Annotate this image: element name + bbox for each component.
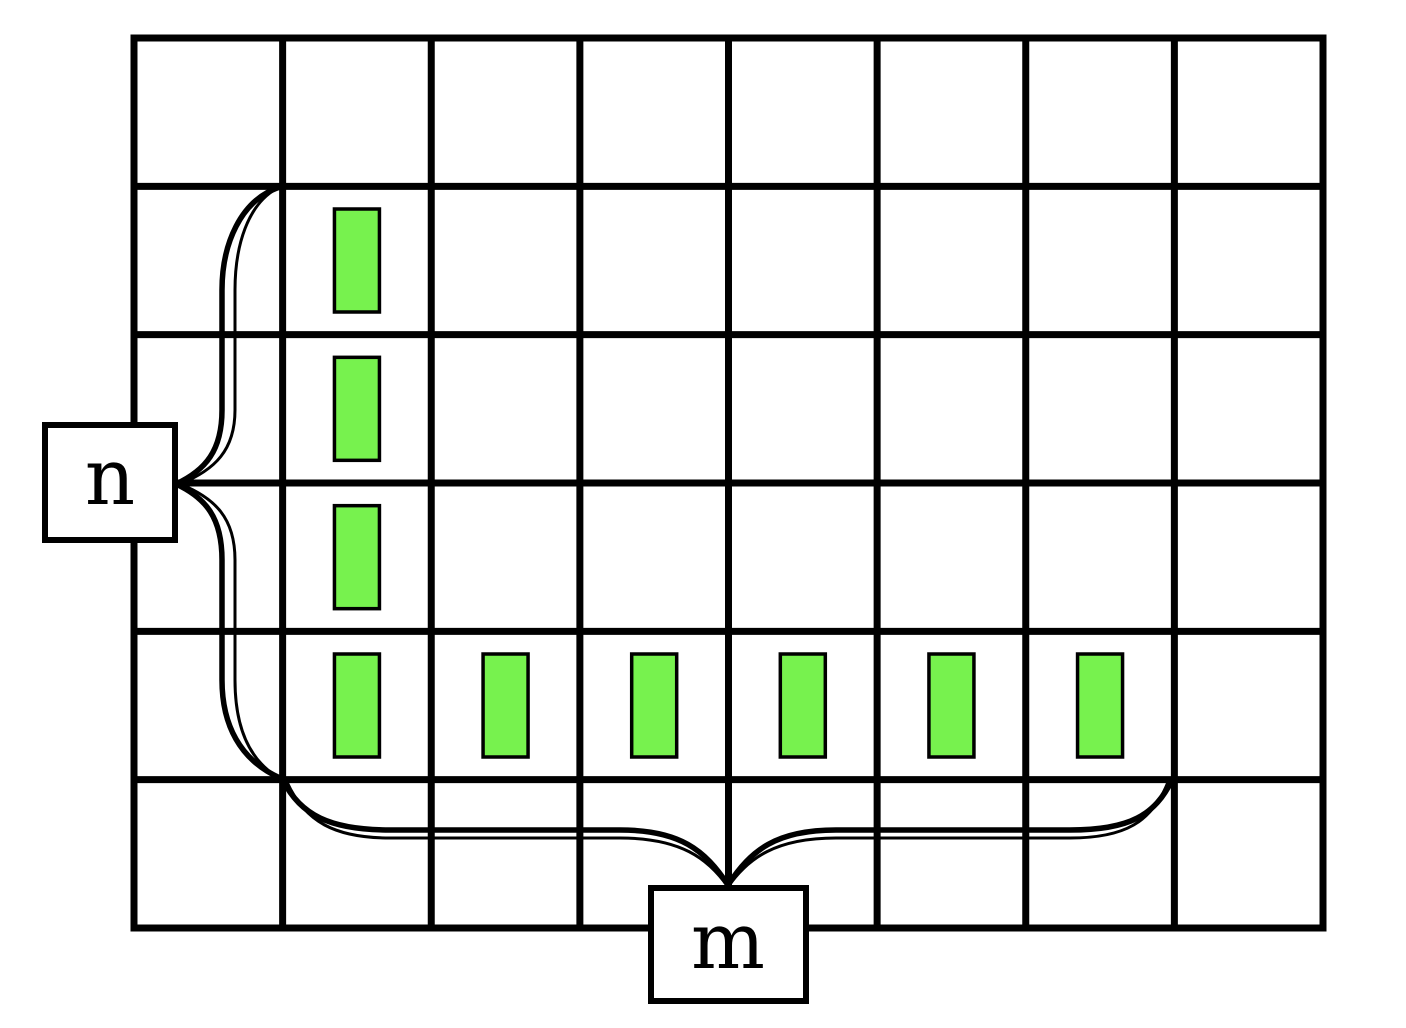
highlight-bar bbox=[1075, 652, 1125, 759]
n-label-box bbox=[42, 422, 178, 543]
highlight-bar bbox=[629, 652, 679, 759]
m-label: m bbox=[648, 885, 809, 1004]
highlight-bar bbox=[481, 652, 530, 759]
highlight-bar bbox=[778, 652, 828, 759]
n-brace-thick bbox=[178, 187, 278, 778]
grid-lines bbox=[130, 34, 1327, 932]
highlight-bar bbox=[927, 652, 976, 759]
m-label-box bbox=[648, 885, 809, 1004]
highlight-bar bbox=[332, 503, 382, 611]
m-label-text: m bbox=[691, 897, 765, 987]
highlight-bar bbox=[332, 355, 382, 463]
highlight-bar bbox=[332, 652, 382, 759]
highlight-bar bbox=[332, 207, 382, 314]
n-label: n bbox=[42, 422, 178, 543]
highlight-bars bbox=[332, 207, 1125, 759]
n-label-text: n bbox=[85, 433, 135, 523]
